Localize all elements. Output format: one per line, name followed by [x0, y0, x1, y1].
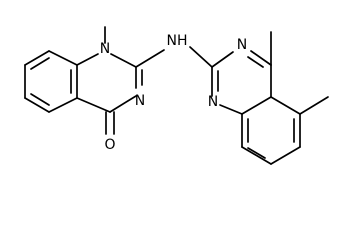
- atom-label-n-methyl: N: [100, 41, 110, 57]
- bond: [219, 104, 243, 115]
- chemical-structure: N N NH N N O: [24, 26, 329, 165]
- bond: [48, 50, 78, 66]
- bond: [270, 96, 301, 115]
- bond: [241, 146, 272, 165]
- bond: [48, 97, 78, 113]
- bond: [241, 96, 272, 115]
- bond: [270, 146, 301, 165]
- bond: [250, 50, 272, 66]
- atom-label-n-ring-lower: N: [135, 93, 145, 109]
- bond: [76, 53, 99, 66]
- atom-label-n-right-lower: N: [208, 94, 218, 110]
- bond: [299, 96, 329, 115]
- atom-label-nh-linker: NH: [167, 33, 188, 49]
- bond: [110, 53, 137, 68]
- bond: [30, 93, 50, 106]
- atom-label-o-carbonyl: O: [104, 137, 115, 153]
- bond: [24, 97, 50, 113]
- atom-label-n-right-upper: N: [237, 37, 247, 53]
- bond: [189, 46, 213, 68]
- bond: [30, 57, 50, 70]
- bond: [24, 50, 50, 66]
- bond: [109, 95, 137, 113]
- bond: [247, 147, 266, 159]
- bond: [135, 49, 165, 68]
- bond: [76, 97, 111, 113]
- bond: [247, 56, 264, 68]
- bond: [211, 51, 234, 68]
